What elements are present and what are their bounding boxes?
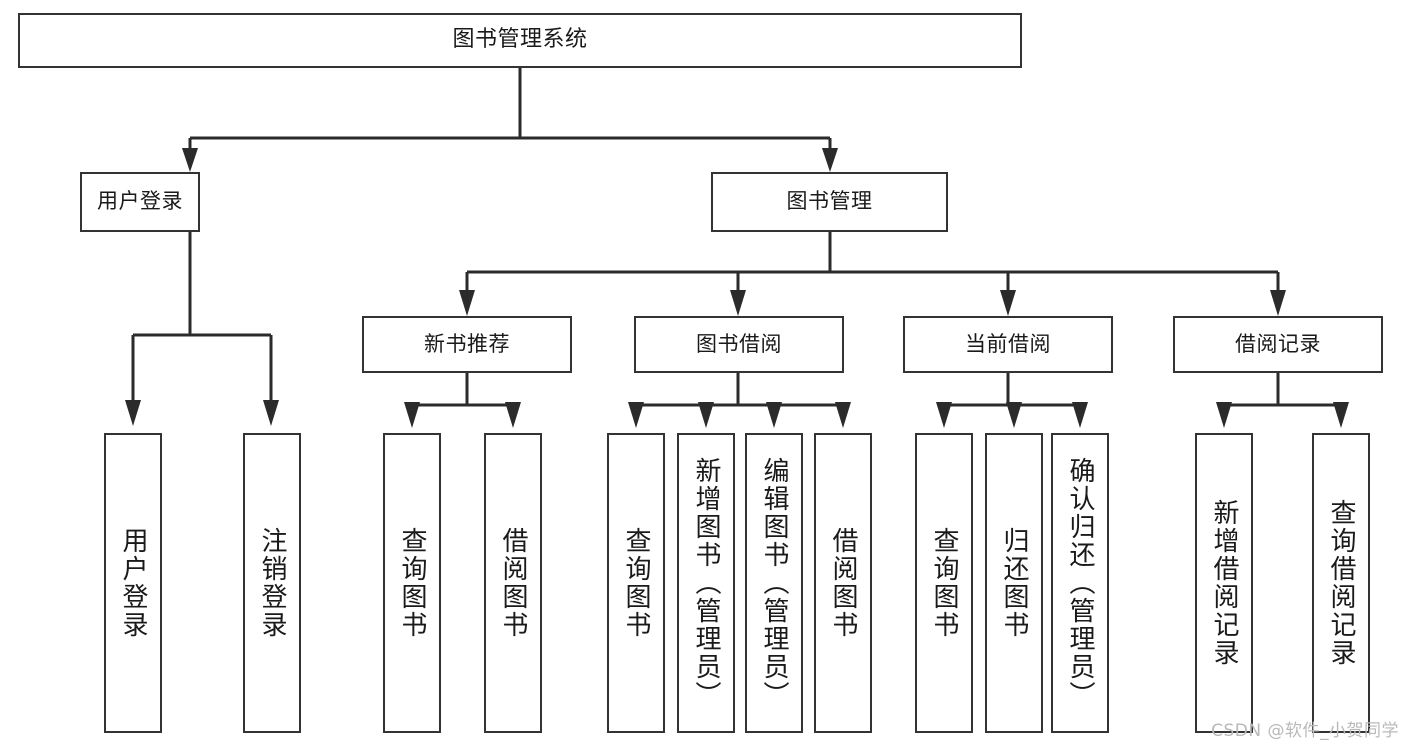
node-label: 借阅图书 (498, 527, 528, 639)
node-label: 新增图书（管理员） (691, 457, 721, 709)
node-borrow-record[interactable]: 借阅记录 (1173, 316, 1383, 373)
node-label: 图书管理 (786, 189, 873, 214)
leaf-current-borrow-return-book[interactable]: 归还图书 (985, 433, 1043, 733)
node-user-login[interactable]: 用户登录 (80, 172, 200, 232)
node-label: 归还图书 (999, 527, 1029, 639)
leaf-user-login-logout[interactable]: 注销登录 (243, 433, 301, 733)
node-root-book-management-system[interactable]: 图书管理系统 (18, 13, 1022, 68)
node-book-management[interactable]: 图书管理 (711, 172, 948, 232)
node-label: 查询图书 (621, 527, 651, 639)
node-label: 查询借阅记录 (1326, 499, 1356, 667)
leaf-book-borrow-query-book[interactable]: 查询图书 (607, 433, 665, 733)
node-label: 图书借阅 (696, 331, 782, 356)
leaf-book-borrow-add-book-admin[interactable]: 新增图书（管理员） (677, 433, 735, 733)
leaf-new-book-borrow-book[interactable]: 借阅图书 (484, 433, 542, 733)
leaf-borrow-record-add-record[interactable]: 新增借阅记录 (1195, 433, 1253, 733)
node-label: 借阅记录 (1235, 331, 1321, 356)
node-label: 编辑图书（管理员） (759, 457, 789, 709)
leaf-current-borrow-query-book[interactable]: 查询图书 (915, 433, 973, 733)
leaf-borrow-record-query-record[interactable]: 查询借阅记录 (1312, 433, 1370, 733)
node-new-book-recommend[interactable]: 新书推荐 (362, 316, 572, 373)
node-label: 用户登录 (97, 189, 183, 214)
leaf-book-borrow-edit-book-admin[interactable]: 编辑图书（管理员） (745, 433, 803, 733)
node-label: 图书管理系统 (452, 27, 588, 53)
leaf-new-book-query-book[interactable]: 查询图书 (383, 433, 441, 733)
node-current-borrow[interactable]: 当前借阅 (903, 316, 1113, 373)
leaf-user-login-login[interactable]: 用户登录 (104, 433, 162, 733)
node-label: 新书推荐 (424, 331, 510, 356)
node-book-borrow[interactable]: 图书借阅 (634, 316, 844, 373)
node-label: 查询图书 (397, 527, 427, 639)
node-label: 注销登录 (257, 527, 287, 639)
node-label: 当前借阅 (965, 331, 1051, 356)
node-label: 查询图书 (929, 527, 959, 639)
node-label: 确认归还（管理员） (1065, 457, 1095, 709)
node-label: 借阅图书 (828, 527, 858, 639)
csdn-watermark: CSDN @软件_小贺同学 (1211, 721, 1399, 741)
leaf-book-borrow-borrow-book[interactable]: 借阅图书 (814, 433, 872, 733)
leaf-current-borrow-confirm-return-admin[interactable]: 确认归还（管理员） (1051, 433, 1109, 733)
node-label: 用户登录 (118, 527, 148, 639)
node-label: 新增借阅记录 (1209, 499, 1239, 667)
